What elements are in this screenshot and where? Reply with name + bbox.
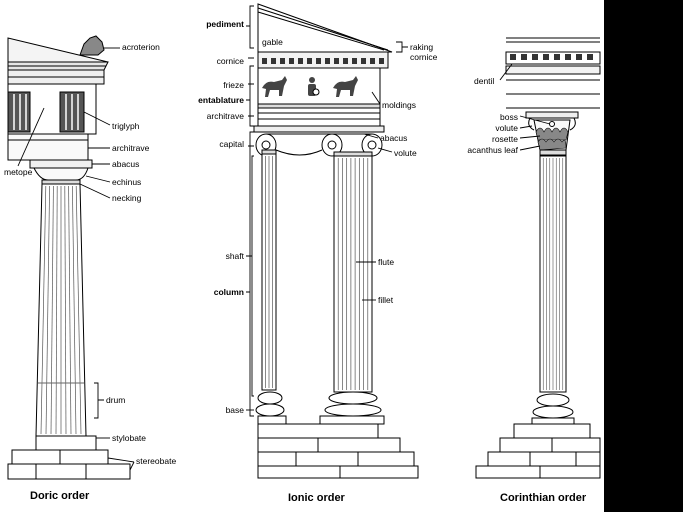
doric-column-illustration bbox=[7, 35, 131, 480]
label-capital: capital bbox=[219, 139, 244, 149]
ionic-column-illustration bbox=[253, 3, 419, 479]
label-necking: necking bbox=[112, 193, 142, 203]
label-column: column bbox=[213, 287, 244, 297]
caption-doric-order: Doric order bbox=[30, 490, 90, 502]
caption-ionic-order: Ionic order bbox=[288, 492, 345, 504]
label-boss: boss bbox=[500, 112, 518, 122]
black-edge-bar bbox=[604, 0, 683, 512]
label-acroterion: acroterion bbox=[122, 42, 160, 52]
label-drum: drum bbox=[106, 395, 126, 405]
label-doric-architrave: architrave bbox=[112, 143, 150, 153]
label-pediment: pediment bbox=[206, 19, 244, 29]
label-echinus: echinus bbox=[112, 177, 142, 187]
label-moldings: moldings bbox=[382, 100, 417, 110]
label-dentil: dentil bbox=[474, 76, 495, 86]
label-cornice: cornice bbox=[216, 56, 244, 66]
label-raking-cornice-text: raking cornice bbox=[410, 42, 438, 62]
label-gable: gable bbox=[262, 37, 283, 47]
label-rosette: rosette bbox=[492, 134, 518, 144]
label-fillet: fillet bbox=[378, 295, 394, 305]
label-raking-cornice: raking cornice bbox=[410, 42, 450, 62]
label-entablature: entablature bbox=[198, 95, 244, 105]
corinthian-column-illustration bbox=[475, 37, 601, 479]
label-triglyph: triglyph bbox=[112, 121, 140, 131]
label-ionic-volute: volute bbox=[394, 148, 417, 158]
label-ionic-architrave: architrave bbox=[206, 111, 244, 121]
label-frieze: frieze bbox=[223, 80, 244, 90]
caption-corinthian-order: Corinthian order bbox=[500, 492, 587, 504]
label-corinthian-volute: volute bbox=[495, 123, 518, 133]
label-stereobate: stereobate bbox=[136, 456, 177, 466]
leader-lines bbox=[17, 5, 551, 471]
label-doric-abacus: abacus bbox=[112, 159, 140, 169]
label-stylobate: stylobate bbox=[112, 433, 147, 443]
label-base: base bbox=[225, 405, 244, 415]
label-flute: flute bbox=[378, 257, 395, 267]
label-shaft: shaft bbox=[225, 251, 244, 261]
label-acanthus-leaf: acanthus leaf bbox=[467, 145, 518, 155]
label-metope: metope bbox=[4, 167, 33, 177]
label-ionic-abacus: abacus bbox=[380, 133, 408, 143]
